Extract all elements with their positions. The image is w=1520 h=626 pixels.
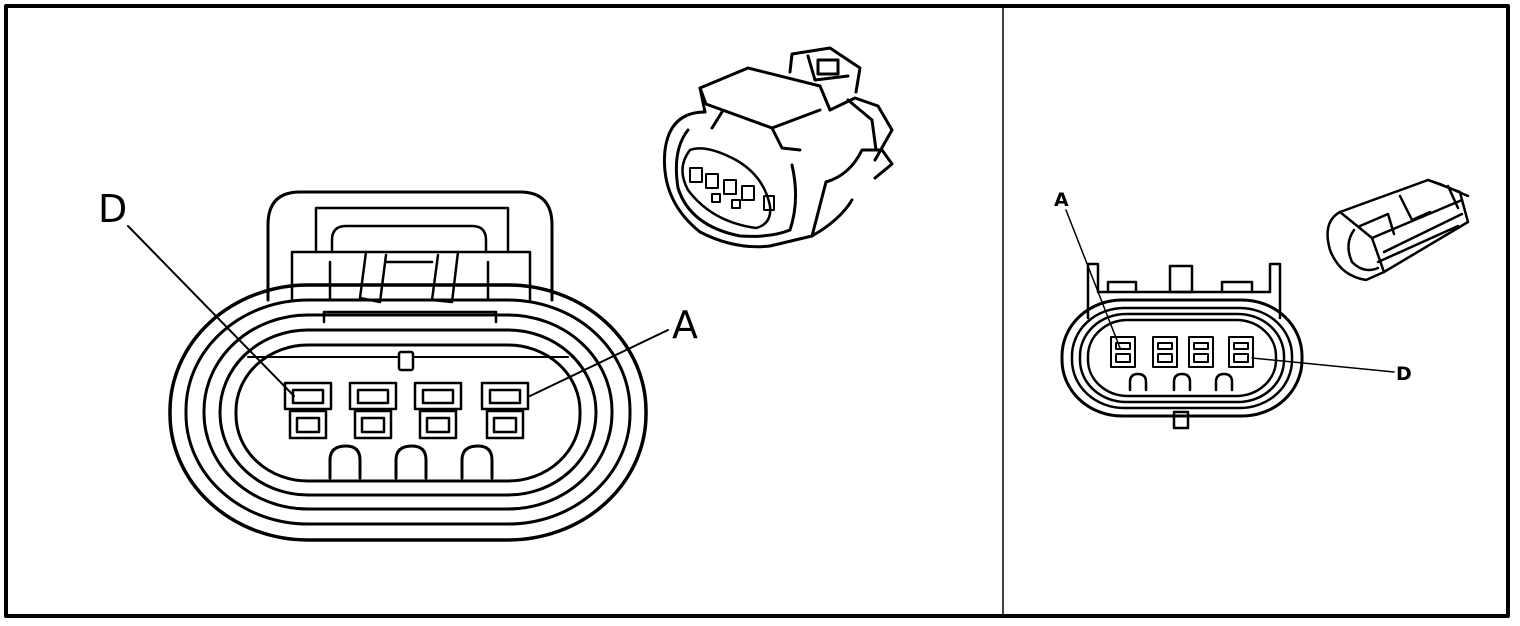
small-connector-isometric: [1326, 178, 1470, 282]
small-terminal-cavities: [1110, 336, 1254, 368]
left-label-d: D: [98, 187, 127, 231]
terminal-cavity-b: [413, 381, 463, 440]
small-cavity-a: [1110, 336, 1136, 368]
right-label-a: A: [1054, 189, 1069, 211]
outer-frame: [4, 4, 1510, 618]
small-cavity-d: [1228, 336, 1254, 368]
small-connector-face: [1060, 262, 1304, 430]
left-label-a: A: [672, 303, 698, 347]
terminal-cavity-c: [348, 381, 398, 440]
small-cavity-c: [1188, 336, 1214, 368]
leader-line-d: [127, 225, 295, 397]
terminal-cavity-d: [283, 381, 333, 440]
large-terminal-cavities: [283, 381, 530, 440]
leader-line-a: [529, 329, 669, 397]
right-label-d: D: [1396, 363, 1412, 385]
small-leader-line-a: [1065, 209, 1121, 349]
small-leader-line-d: [1251, 357, 1395, 373]
small-cavity-b: [1152, 336, 1178, 368]
large-connector-face: [168, 190, 648, 542]
terminal-cavity-a: [480, 381, 530, 440]
large-connector-isometric: [662, 46, 894, 249]
